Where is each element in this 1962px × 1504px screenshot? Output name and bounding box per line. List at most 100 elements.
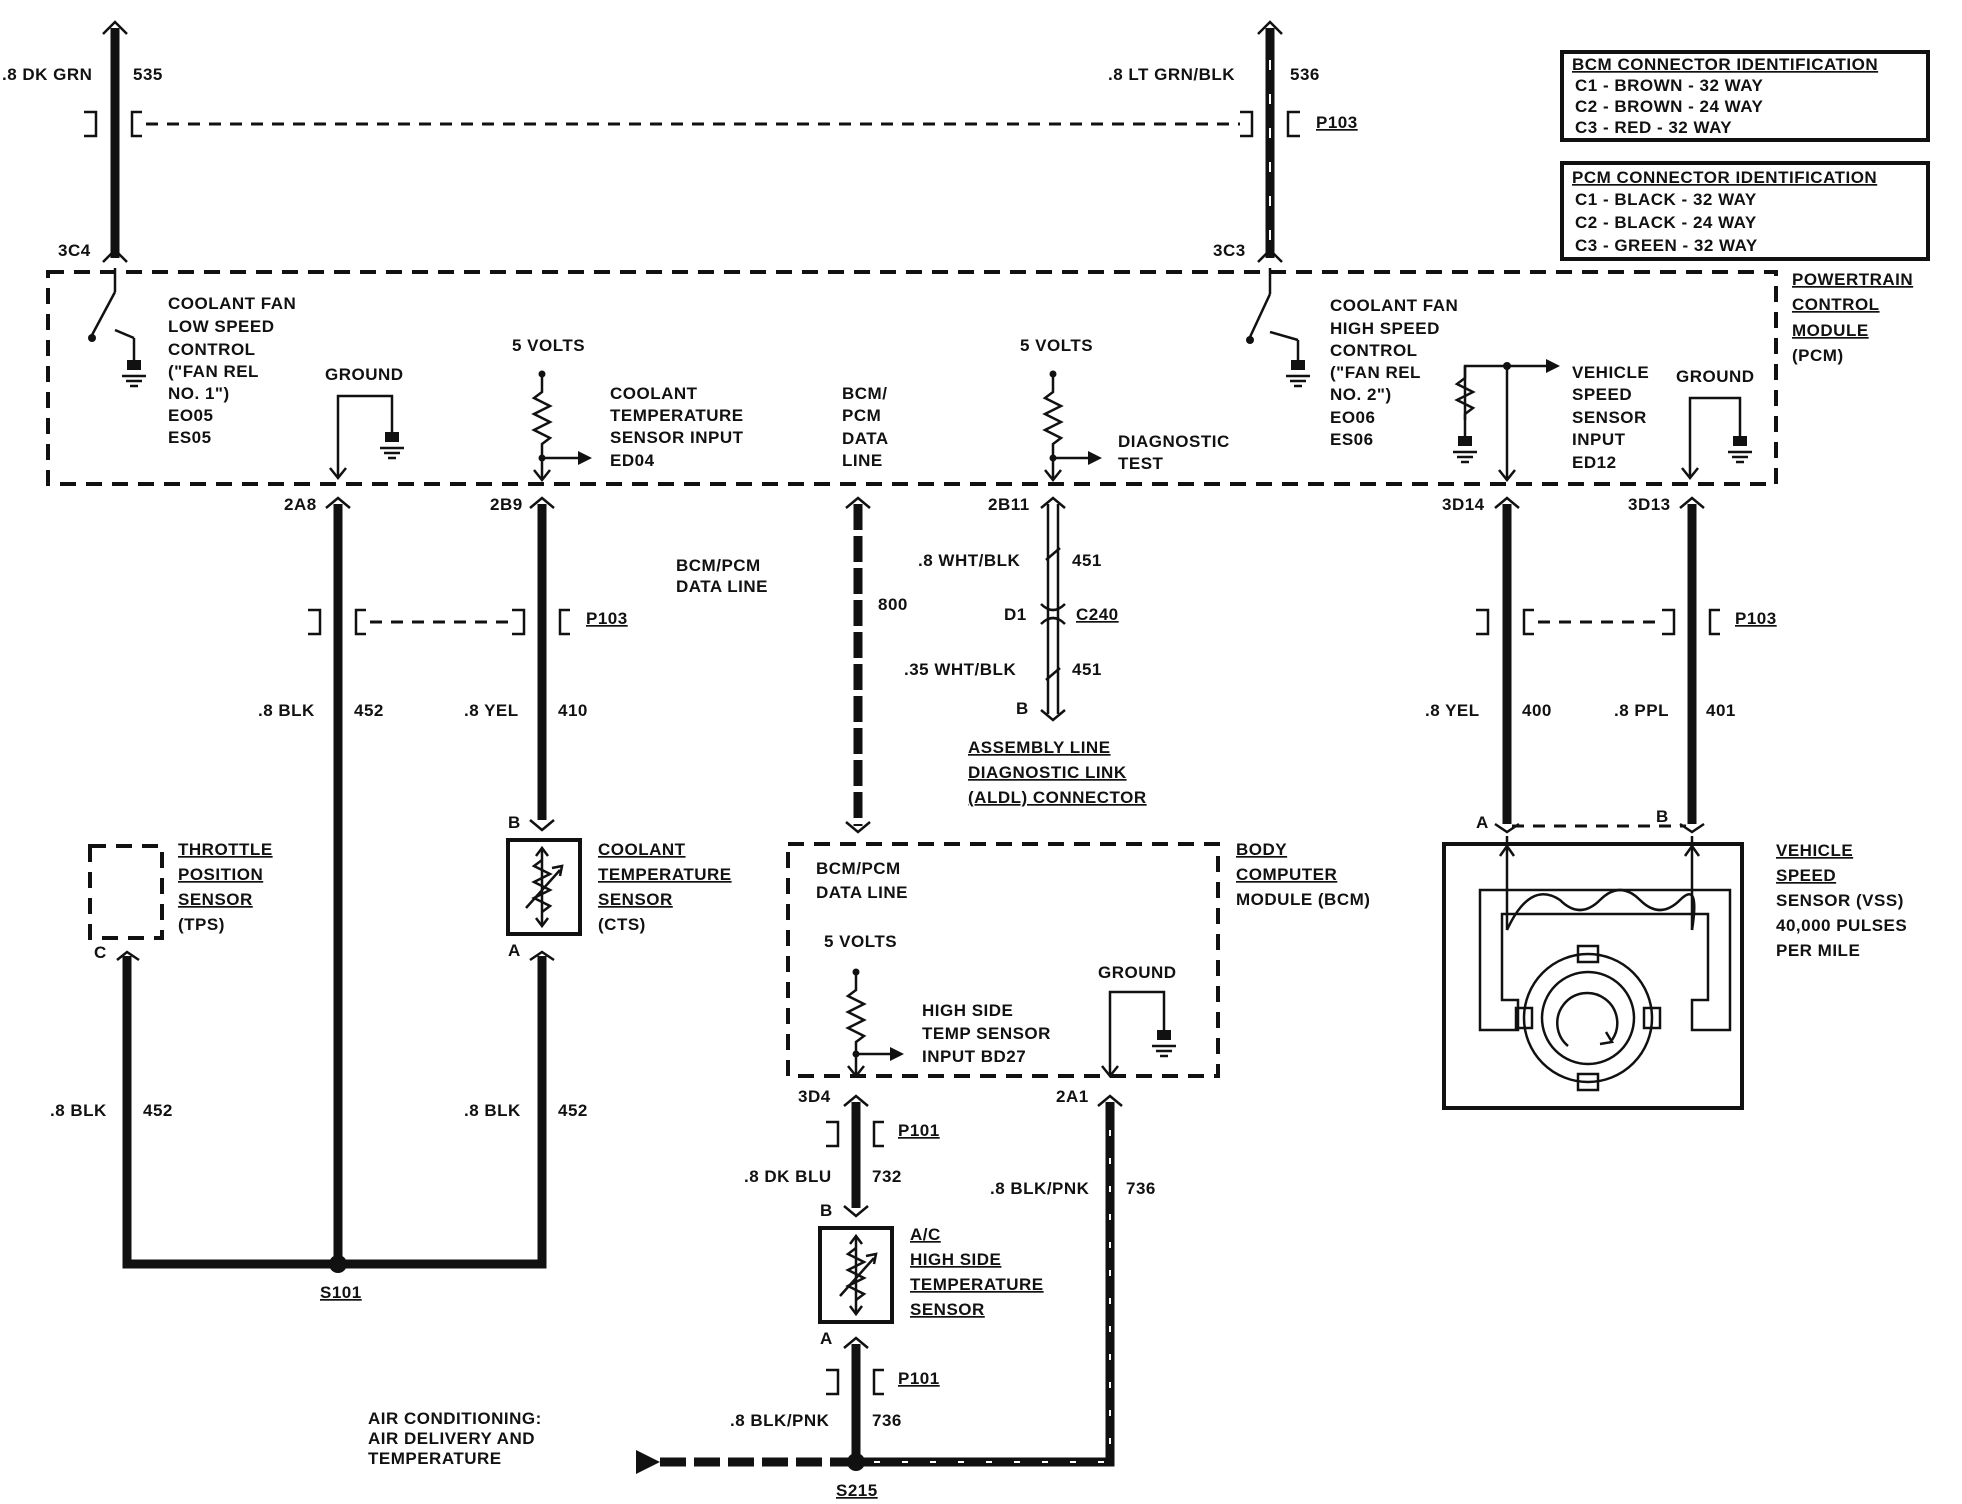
wire-451-circuit-b: 451 bbox=[1072, 660, 1102, 679]
top-p103-label: P103 bbox=[1316, 113, 1358, 132]
bcm-5v-label: 5 VOLTS bbox=[824, 932, 897, 951]
pcm-ground-left-label: GROUND bbox=[325, 365, 404, 384]
pcm-data-line-4: LINE bbox=[842, 451, 883, 470]
vss-pin-b: B bbox=[1656, 807, 1669, 826]
wire-535-circuit: 535 bbox=[133, 65, 163, 84]
bcm-connector-c2: C2 - BROWN - 24 WAY bbox=[1575, 97, 1764, 116]
tps-pin-c: C bbox=[94, 943, 107, 962]
vss-input-line4: INPUT bbox=[1572, 430, 1626, 449]
wire-732-circuit: 732 bbox=[872, 1167, 902, 1186]
fan-low-line6: EO05 bbox=[168, 406, 213, 425]
wire-452-cts-gauge: .8 BLK bbox=[464, 1101, 521, 1120]
fan-high-line7: ES06 bbox=[1330, 430, 1374, 449]
fan-high-line1: COOLANT FAN bbox=[1330, 296, 1458, 315]
resistor-icon bbox=[531, 370, 592, 483]
bcm-high-side-1: HIGH SIDE bbox=[922, 1001, 1013, 1020]
wire-452-cts-circuit: 452 bbox=[558, 1101, 588, 1120]
bcm-name-1: BODY bbox=[1236, 840, 1287, 859]
pcm-name-3: MODULE bbox=[1792, 321, 1869, 340]
fan-high-line4: ("FAN REL bbox=[1330, 363, 1421, 382]
aldl-line1: ASSEMBLY LINE bbox=[968, 738, 1111, 757]
body-computer-module: BCM/PCM DATA LINE 5 VOLTS GROUND HIGH SI… bbox=[786, 840, 1370, 1079]
pcm-connector-c3: C3 - GREEN - 32 WAY bbox=[1575, 236, 1758, 255]
pcm-ground-right-label: GROUND bbox=[1676, 367, 1755, 386]
bcm-high-side-2: TEMP SENSOR bbox=[922, 1024, 1051, 1043]
wire-410: .8 YEL 410 bbox=[464, 496, 587, 832]
fan-low-line2: LOW SPEED bbox=[168, 317, 275, 336]
wire-732: P101 .8 DK BLU 732 bbox=[744, 1094, 940, 1218]
diag-test-line1: DIAGNOSTIC bbox=[1118, 432, 1230, 451]
wire-452-pcm: .8 BLK 452 bbox=[258, 496, 384, 1262]
fan-low-line3: CONTROL bbox=[168, 340, 256, 359]
ac-sensor-pin-b: B bbox=[820, 1201, 833, 1220]
reluctor-wheel-icon bbox=[1514, 944, 1662, 1092]
ground-icon bbox=[1101, 990, 1176, 1079]
right-connector-p103: P103 bbox=[1476, 608, 1777, 636]
fan-high-line3: CONTROL bbox=[1330, 341, 1418, 360]
wire-736-bcm-circuit: 736 bbox=[1126, 1179, 1156, 1198]
vss-input-line1: VEHICLE bbox=[1572, 363, 1649, 382]
p101-a-label: P101 bbox=[898, 1121, 940, 1140]
pcm-name-2: CONTROL bbox=[1792, 295, 1880, 314]
wire-451-aldl: .8 WHT/BLK 451 D1 C240 .35 WHT/BLK 451 B… bbox=[904, 496, 1147, 807]
pin-2a1: 2A1 bbox=[1056, 1087, 1089, 1106]
coolant-input-line1: COOLANT bbox=[610, 384, 698, 403]
cts-name-4: (CTS) bbox=[598, 915, 646, 934]
wire-401-circuit: 401 bbox=[1706, 701, 1736, 720]
vehicle-speed-sensor: A B VEHICLE SPEED SENSOR (VSS) 40,000 PU… bbox=[1442, 807, 1907, 1110]
fan-high-switch-icon bbox=[1246, 268, 1310, 388]
wire-451-gauge-a: .8 WHT/BLK bbox=[918, 551, 1020, 570]
cts-name-2: TEMPERATURE bbox=[598, 865, 732, 884]
vss-input-resistor-icon bbox=[1453, 359, 1560, 483]
bcm-connector-c3: C3 - RED - 32 WAY bbox=[1575, 118, 1732, 137]
wire-736-bcm-gauge: .8 BLK/PNK bbox=[990, 1179, 1090, 1198]
coolant-input-line3: SENSOR INPUT bbox=[610, 428, 744, 447]
ac-sensor-name-4: SENSOR bbox=[910, 1300, 985, 1319]
bcm-name-2: COMPUTER bbox=[1236, 865, 1337, 884]
right-p103-label: P103 bbox=[1735, 609, 1777, 628]
bcm-high-side-3: INPUT BD27 bbox=[922, 1047, 1026, 1066]
pcm-name-1: POWERTRAIN bbox=[1792, 270, 1913, 289]
wire-410-gauge: .8 YEL bbox=[464, 701, 519, 720]
pcm-data-line-1: BCM/ bbox=[842, 384, 887, 403]
aldl-pin-b: B bbox=[1016, 699, 1029, 718]
fan-low-line1: COOLANT FAN bbox=[168, 294, 296, 313]
vss-input-line5: ED12 bbox=[1572, 453, 1617, 472]
wire-736-sensor-circuit: 736 bbox=[872, 1411, 902, 1430]
pcm-connector-c2: C2 - BLACK - 24 WAY bbox=[1575, 213, 1757, 232]
pcm-5v-a-label: 5 VOLTS bbox=[512, 336, 585, 355]
data-line-label-2: DATA LINE bbox=[676, 577, 768, 596]
diag-test-line2: TEST bbox=[1118, 454, 1164, 473]
fan-low-switch-icon bbox=[88, 268, 146, 388]
wire-736-sensor: P101 .8 BLK/PNK 736 bbox=[730, 1336, 939, 1462]
wire-452-tps-circuit: 452 bbox=[143, 1101, 173, 1120]
wire-401-gauge: .8 PPL bbox=[1614, 701, 1669, 720]
top-connector-p103: P103 bbox=[84, 110, 1358, 138]
pcm-5v-b-label: 5 VOLTS bbox=[1020, 336, 1093, 355]
ground-icon bbox=[329, 394, 404, 481]
ac-sensor-name-2: HIGH SIDE bbox=[910, 1250, 1001, 1269]
bcm-data-line-1: BCM/PCM bbox=[816, 859, 901, 878]
pcm-data-line-2: PCM bbox=[842, 406, 881, 425]
wire-400-gauge: .8 YEL bbox=[1425, 701, 1480, 720]
aldl-line3: (ALDL) CONNECTOR bbox=[968, 788, 1147, 807]
vss-input-line3: SENSOR bbox=[1572, 408, 1647, 427]
pin-3d4: 3D4 bbox=[798, 1087, 831, 1106]
resistor-icon bbox=[1042, 370, 1102, 483]
pin-3d13: 3D13 bbox=[1628, 495, 1671, 514]
vss-name-4: 40,000 PULSES bbox=[1776, 916, 1907, 935]
wire-452-circuit: 452 bbox=[354, 701, 384, 720]
wire-736-sensor-gauge: .8 BLK/PNK bbox=[730, 1411, 830, 1430]
fan-high-line2: HIGH SPEED bbox=[1330, 319, 1440, 338]
fan-high-line6: EO06 bbox=[1330, 408, 1375, 427]
coolant-temperature-sensor: B A COOLANT TEMPERATURE SENSOR (CTS) .8 … bbox=[346, 813, 732, 1269]
splice-s215: S215 bbox=[636, 1450, 877, 1500]
fan-low-line7: ES05 bbox=[168, 428, 212, 447]
tps-name-2: POSITION bbox=[178, 865, 263, 884]
wire-452-tps-gauge: .8 BLK bbox=[50, 1101, 107, 1120]
wire-732-gauge: .8 DK BLU bbox=[744, 1167, 832, 1186]
vss-name-2: SPEED bbox=[1776, 866, 1836, 885]
wire-452-gauge: .8 BLK bbox=[258, 701, 315, 720]
wire-736-bcm: .8 BLK/PNK 736 bbox=[862, 1094, 1156, 1467]
